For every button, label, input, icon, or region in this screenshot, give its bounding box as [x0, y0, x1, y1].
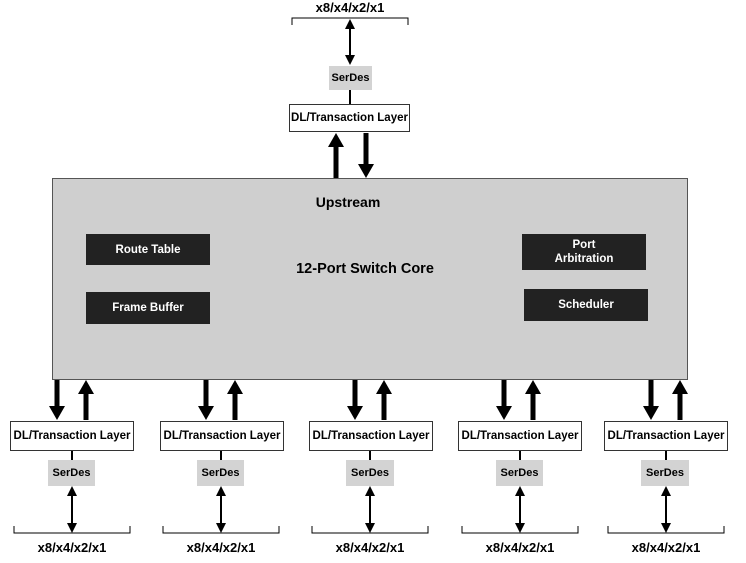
port-arbitration-block: Port Arbitration [522, 234, 646, 270]
port-1-bus-arrow [67, 486, 77, 533]
switch-core-title: 12-Port Switch Core [296, 261, 434, 277]
port-4-bus-arrow [515, 486, 525, 533]
port-5-arrow-down [643, 380, 659, 420]
port-3-bus-label: x8/x4/x2/x1 [335, 540, 405, 555]
port-1-bus-bracket [13, 526, 131, 534]
upstream-arrow-down [358, 133, 374, 178]
port-2-bus-arrow [216, 486, 226, 533]
port-2-dl-label: DL/Transaction Layer [163, 430, 281, 442]
port-2-dl-transaction-layer: DL/Transaction Layer [160, 421, 284, 451]
port-3-serdes: SerDes [346, 460, 394, 486]
upstream-dl-label: DL/Transaction Layer [291, 112, 408, 124]
port-4-arrow-up [525, 380, 541, 420]
upstream-serdes: SerDes [329, 66, 372, 90]
port-arbitration-label: Port Arbitration [554, 239, 614, 265]
port-5-bus-arrow [661, 486, 671, 533]
port-3-bus-arrow [365, 486, 375, 533]
port-3-dl-label: DL/Transaction Layer [312, 430, 430, 442]
upstream-arrow-up [328, 133, 344, 178]
port-3-arrow-down [347, 380, 363, 420]
port-1-serdes-label: SerDes [52, 467, 91, 479]
port-4-bus-label: x8/x4/x2/x1 [485, 540, 555, 555]
route-table-label: Route Table [115, 243, 181, 256]
port-4-serdes-label: SerDes [500, 467, 539, 479]
upstream-bus-bracket [291, 17, 409, 25]
port-2-bus-bracket [162, 526, 280, 534]
port-5-dl-transaction-layer: DL/Transaction Layer [604, 421, 728, 451]
port-2-arrow-down [198, 380, 214, 420]
upstream-bus-label: x8/x4/x2/x1 [315, 0, 385, 15]
port-1-serdes: SerDes [48, 460, 95, 486]
port-2-bus-label: x8/x4/x2/x1 [186, 540, 256, 555]
port-3-arrow-up [376, 380, 392, 420]
upstream-label: Upstream [315, 194, 381, 210]
port-5-bus-bracket [607, 526, 725, 534]
port-1-arrow-up [78, 380, 94, 420]
port-5-bus-label: x8/x4/x2/x1 [631, 540, 701, 555]
port-3-dl-transaction-layer: DL/Transaction Layer [309, 421, 433, 451]
port-2-arrow-up [227, 380, 243, 420]
port-5-serdes: SerDes [641, 460, 689, 486]
port-5-arrow-up [672, 380, 688, 420]
port-4-serdes: SerDes [496, 460, 543, 486]
upstream-dl-transaction-layer: DL/Transaction Layer [289, 104, 410, 132]
port-5-dl-label: DL/Transaction Layer [607, 430, 725, 442]
route-table-block: Route Table [86, 234, 210, 265]
port-1-arrow-down [49, 380, 65, 420]
port-4-arrow-down [496, 380, 512, 420]
scheduler-label: Scheduler [558, 299, 614, 311]
frame-buffer-label: Frame Buffer [112, 302, 184, 314]
port-1-dl-label: DL/Transaction Layer [13, 430, 131, 442]
port-3-bus-bracket [311, 526, 429, 534]
port-4-dl-transaction-layer: DL/Transaction Layer [458, 421, 582, 451]
frame-buffer-block: Frame Buffer [86, 292, 210, 324]
port-3-serdes-label: SerDes [351, 467, 389, 479]
port-4-bus-bracket [461, 526, 579, 534]
port-2-serdes: SerDes [197, 460, 244, 486]
port-1-bus-label: x8/x4/x2/x1 [37, 540, 107, 555]
upstream-serdes-label: SerDes [331, 72, 370, 84]
port-4-dl-label: DL/Transaction Layer [461, 430, 579, 442]
switch-core: Upstream 12-Port Switch Core Route Table… [52, 178, 688, 380]
scheduler-block: Scheduler [524, 289, 648, 321]
port-5-serdes-label: SerDes [646, 467, 684, 479]
port-1-dl-transaction-layer: DL/Transaction Layer [10, 421, 134, 451]
upstream-bus-arrow [345, 19, 355, 65]
port-2-serdes-label: SerDes [201, 467, 240, 479]
